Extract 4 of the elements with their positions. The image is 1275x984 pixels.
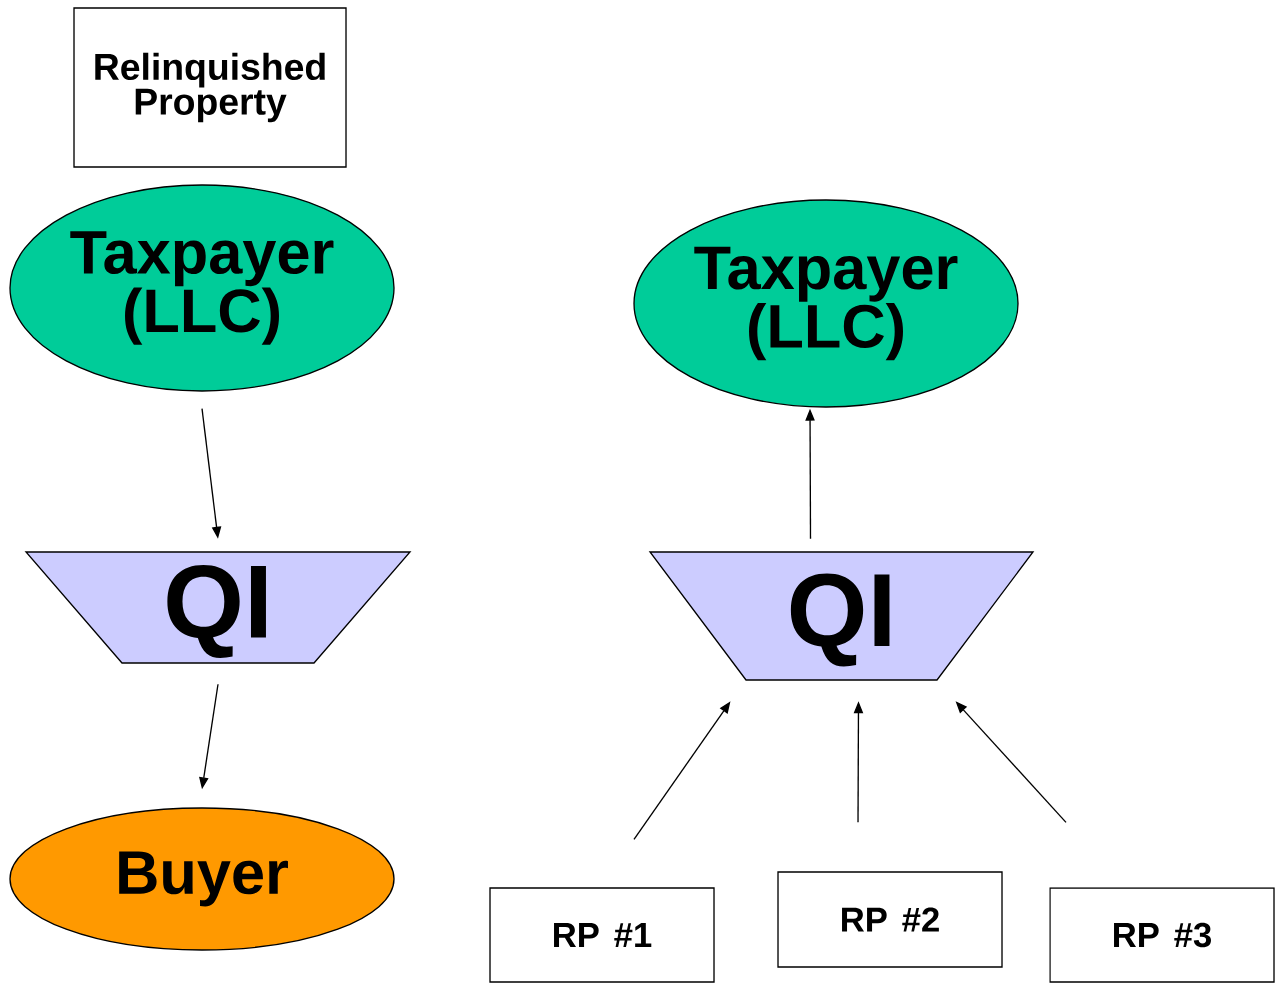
property-box: RP #3	[1049, 887, 1275, 983]
property-box: RP #2	[777, 871, 1003, 968]
property-box: Relinquished Property	[73, 7, 347, 168]
property-box: RP #1	[489, 887, 715, 983]
